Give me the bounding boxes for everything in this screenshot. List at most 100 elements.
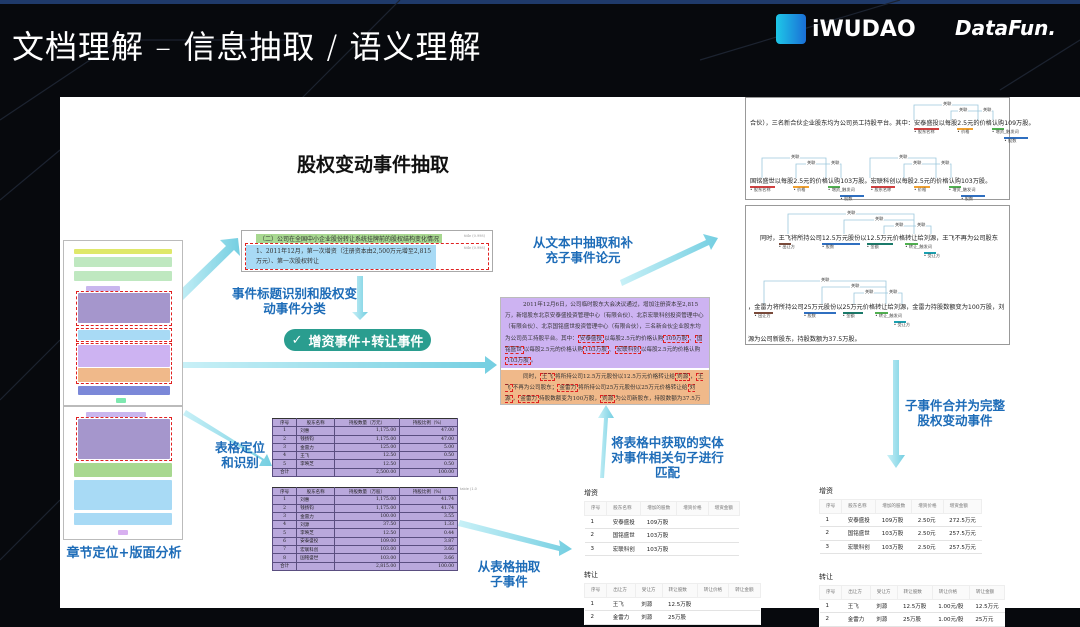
- page-title: 文档理解 – 信息抽取 / 语义理解: [12, 28, 482, 66]
- table-header-row: 序号股东名称持股数量（万元）持股比例（%）: [271, 417, 458, 428]
- entity-span: 刘源• 受让方: [893, 302, 910, 327]
- entity-span: 2.5元• 价格: [957, 118, 974, 134]
- entity-tag: • 增资_触发词: [948, 187, 976, 192]
- entity-text: 103万股: [960, 178, 986, 185]
- entity-span: 金雷力• 出让方: [754, 302, 773, 318]
- sentence-text: 以每股: [938, 120, 958, 127]
- column-header: 序号: [583, 583, 608, 598]
- entity-text: 25万元股份: [803, 304, 837, 311]
- table-cell: 合计: [271, 467, 298, 478]
- annotated-sentence: 源为公司新股东，持股数额为37.5万股。: [748, 334, 861, 343]
- table-cell: 2.50元: [911, 526, 944, 541]
- paragraph-text: 将所持公司25万元股份以25万元价格转让给: [578, 385, 688, 392]
- table-cell: 3: [271, 442, 298, 453]
- table-cell: 0.50: [399, 451, 458, 461]
- table-cell: 王飞: [841, 599, 871, 613]
- table-cell: 272.5万元: [943, 513, 982, 527]
- relation-arcs: [763, 213, 932, 304]
- table-cell: 2: [271, 434, 298, 444]
- arrow-to-table: [183, 410, 272, 466]
- event-title-text: 1、2011年12月，第一次增资（注册资本由2,500万元增至2,815万元）、…: [246, 245, 436, 269]
- table-cell: 3.66: [399, 553, 458, 563]
- highlighted-entity: 金雷力: [557, 384, 579, 393]
- table-cell: 持股数量（万股）: [334, 486, 401, 497]
- table-cell: 1: [271, 495, 298, 505]
- table-cell: 1: [584, 597, 607, 611]
- iwudao-logo-mark: [776, 14, 806, 44]
- table-cell: 钱扬钧: [296, 503, 336, 513]
- entity-tag: • 转让_触发词: [905, 244, 932, 249]
- sentence-text: 以: [836, 304, 843, 311]
- annotated-sentence: 合伙），三名新合伙企业股东均为公司员工持股平台。其中：安泰盛投• 股东名称以每股…: [750, 118, 1035, 143]
- table-cell: 7: [271, 545, 298, 555]
- paragraph-detection-box: [76, 343, 172, 384]
- title-detection-box: [76, 328, 172, 342]
- table-cell: 100.00: [399, 561, 458, 571]
- table-cell: 金雷力: [296, 442, 336, 453]
- table-cell: 宏联科创: [296, 545, 336, 555]
- table-cell: 257.5万元: [943, 540, 982, 554]
- entity-span: 宏联科创• 股东名称: [870, 176, 896, 192]
- entity-tag: • 价格: [957, 129, 970, 134]
- sentence-text: 以每股: [774, 178, 794, 185]
- arrow-match: [598, 405, 614, 478]
- label-table-location: 表格定位和识别: [214, 440, 265, 470]
- paragraph-text: 不再为公司股东；: [512, 385, 558, 392]
- entity-span: 刘源• 受让方: [923, 233, 940, 258]
- table-cell: 1,175.00: [334, 434, 401, 444]
- relation-label: 关联: [912, 160, 923, 166]
- entity-span: 12.5万元股份• 股数: [821, 233, 861, 249]
- entity-underline: [842, 312, 863, 314]
- table-cell: 3: [819, 540, 842, 554]
- column-header: 增资金额: [942, 499, 983, 514]
- table-cell: 103万股: [875, 540, 912, 554]
- highlighted-entity: 109万股: [663, 334, 690, 343]
- table-cell: 刘源: [635, 610, 663, 625]
- table-cell: 2.50元: [911, 540, 944, 554]
- table-cell: 2: [584, 528, 607, 543]
- table-cell: 25万元: [969, 612, 1005, 627]
- table-cell: 合计: [271, 561, 298, 571]
- table-cell: 2.50元: [911, 513, 944, 527]
- column-header: 出让方: [606, 583, 636, 598]
- entity-tag: • 金额: [866, 244, 879, 249]
- table-cell: 钱扬钧: [296, 434, 336, 444]
- table-cell: [697, 597, 729, 611]
- table-cell: 5.00: [399, 442, 458, 453]
- entity-text: 转让: [875, 304, 888, 311]
- entity-tag: • 股数: [1004, 138, 1017, 143]
- paragraph-text: ，: [690, 374, 696, 380]
- increase-annotation-panel: 关联 关联 关联 关联 关联 关联 关联 关联 关联 合伙），三名新合伙企业股东…: [745, 97, 1035, 201]
- check-icon: ✓: [291, 332, 303, 348]
- relation-label: 关联: [940, 160, 951, 166]
- entity-underline: [913, 128, 939, 130]
- column-header: 增资价格: [676, 501, 709, 516]
- relation-label: 关联: [864, 289, 875, 295]
- event-title-box: [245, 243, 489, 270]
- column-header: 出让方: [841, 585, 871, 600]
- event-type-badge: ✓增资事件+转让事件: [284, 329, 431, 351]
- table-cell: 37.50: [334, 520, 401, 530]
- table-cell: 国铭盛世: [606, 528, 641, 543]
- relation-label: 关联: [916, 222, 927, 228]
- entity-underline: [1004, 137, 1029, 139]
- entity-underline: [913, 186, 930, 188]
- entity-span: 认购• 增资_触发词: [827, 176, 855, 192]
- document-page-thumbnail-2[interactable]: [63, 406, 183, 540]
- table-cell: [708, 515, 740, 529]
- table-cell: 持股比例（%）: [399, 486, 458, 497]
- equity-transfer-paragraph: 同时，王飞将所持公司12.5万元股份以12.5万元价格转让给刘源，王飞不再为公司…: [501, 370, 709, 404]
- column-header: 序号: [818, 499, 843, 514]
- table-cell: 2,500.00: [334, 467, 401, 478]
- document-page-thumbnail-1[interactable]: [63, 240, 183, 406]
- column-header: 转让金额: [728, 583, 761, 598]
- section-heading: 股权变动事件抽取: [297, 154, 450, 176]
- entity-text: 12.5万元股份: [821, 235, 861, 242]
